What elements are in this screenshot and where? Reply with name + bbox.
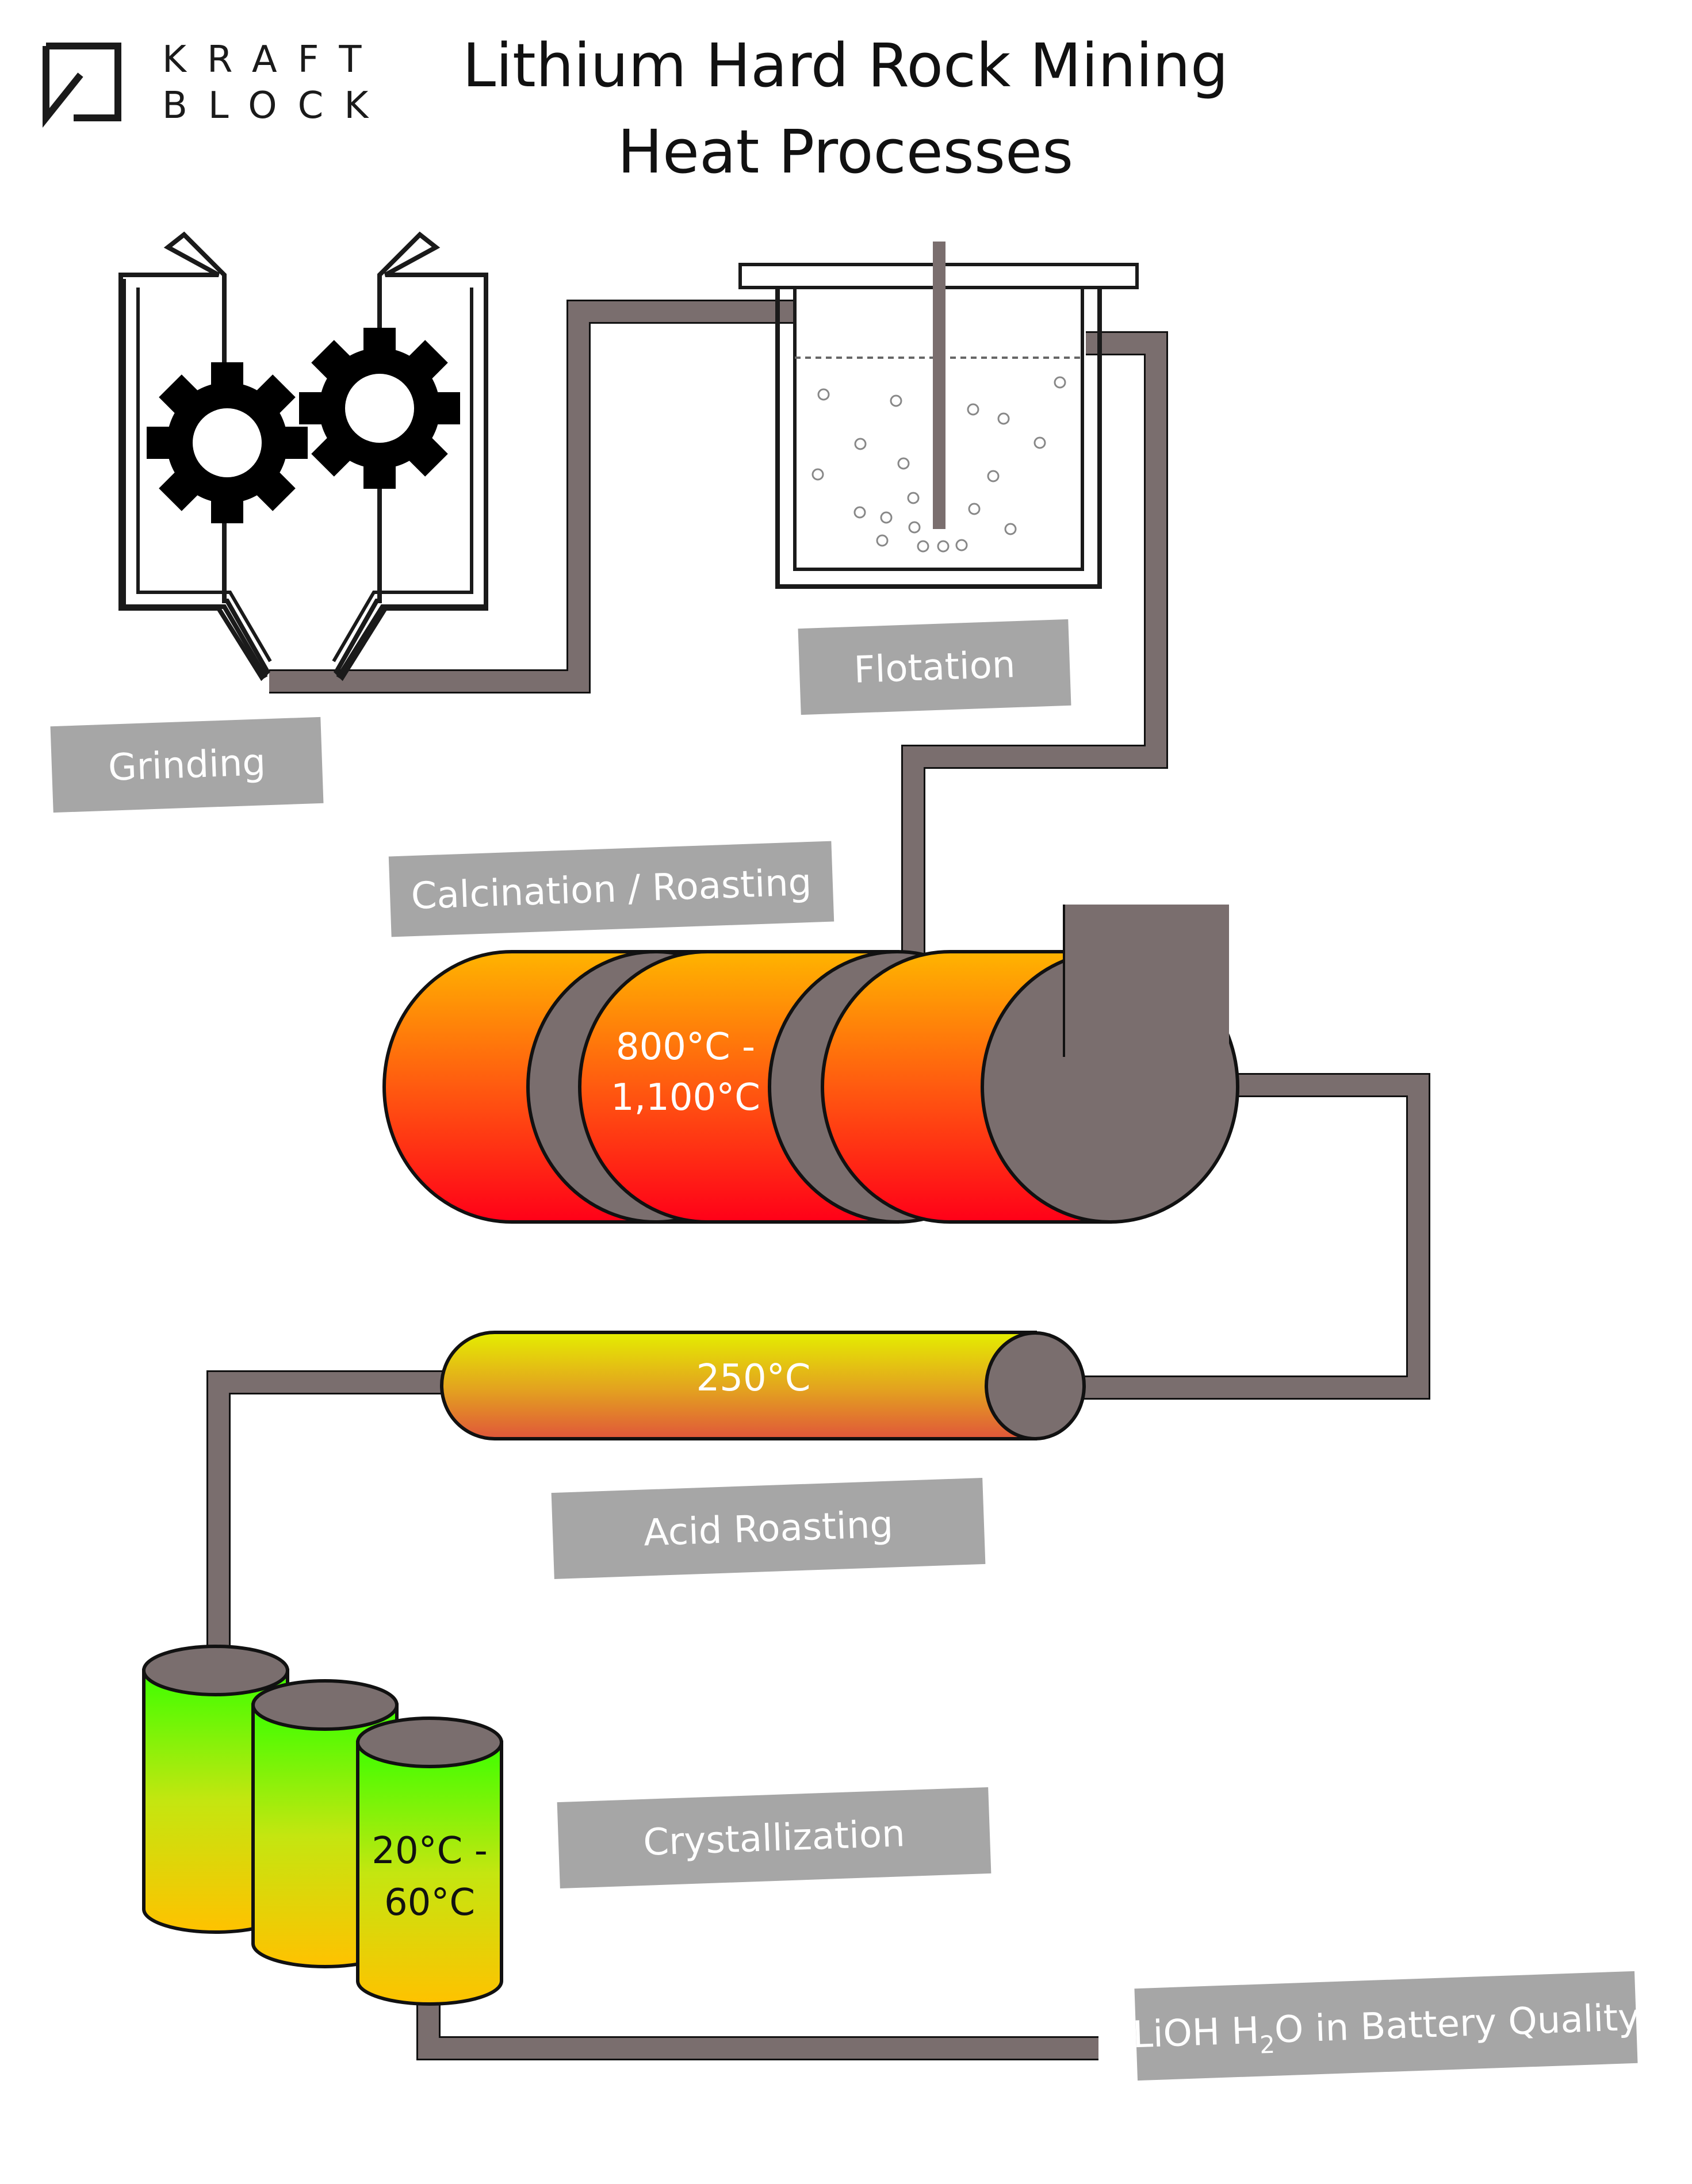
acid-temp: 250°C (696, 1357, 811, 1400)
label-flotation-text: Flotation (853, 643, 1016, 692)
kraftblock-logo: KRAFT BLOCK (43, 39, 389, 128)
label-crystallization: Crystallization (557, 1787, 992, 1889)
pipes (206, 300, 1430, 2060)
label-acid-roasting-text: Acid Roasting (643, 1503, 894, 1554)
label-grinding-text: Grinding (108, 741, 266, 790)
logo-mark-icon (43, 43, 121, 128)
label-acid-roasting: Acid Roasting (551, 1477, 986, 1580)
grinding-mill (118, 231, 488, 681)
gear-icon (299, 328, 460, 489)
crystallizers: 20°C - 60°C (142, 1645, 503, 2006)
kiln-hood (1064, 905, 1229, 1057)
title-line2: Heat Processes (618, 117, 1073, 187)
kiln-temp-line1: 800°C - (616, 1026, 755, 1068)
label-crystallization-text: Crystallization (642, 1813, 906, 1864)
title-line1: Lithium Hard Rock Mining (462, 30, 1228, 101)
label-grinding: Grinding (50, 716, 324, 813)
logo-line1: KRAFT (162, 39, 382, 81)
crystallizer-tank (356, 1716, 503, 2006)
kiln-temp-line2: 1,100°C (611, 1076, 760, 1119)
label-flotation: Flotation (798, 619, 1071, 715)
gear-icon (147, 362, 308, 523)
rotary-kiln: 800°C - 1,100°C (382, 905, 1239, 1224)
bubbles (811, 376, 1066, 553)
flotation-stirrer (933, 242, 945, 529)
crystal-temp-line1: 20°C - (372, 1830, 488, 1872)
crystal-temp-line2: 60°C (384, 1882, 475, 1924)
label-calcination: Calcination / Roasting (388, 841, 834, 937)
logo-line2: BLOCK (162, 85, 389, 127)
pipe-acid-crystal (206, 1370, 443, 1673)
flotation-tank (738, 242, 1139, 589)
acid-roaster: 250°C (440, 1331, 1086, 1440)
label-product: LiOH H2O in Battery Quality (1132, 1971, 1640, 2081)
